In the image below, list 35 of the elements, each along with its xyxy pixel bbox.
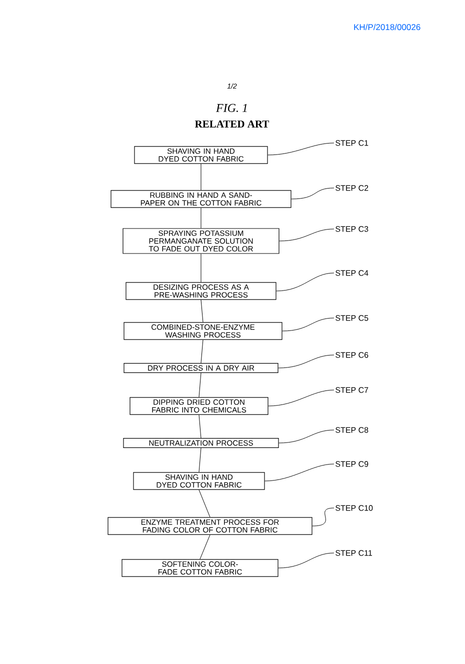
step-label: STEP C11 xyxy=(336,550,372,556)
step-label: STEP C2 xyxy=(336,185,368,191)
leader-line xyxy=(268,142,334,156)
step-label: STEP C7 xyxy=(336,387,368,393)
step-label: STEP C10 xyxy=(336,505,373,511)
connector-line xyxy=(198,414,202,438)
leader-line xyxy=(264,464,334,482)
leader-line xyxy=(279,228,334,242)
leader-line xyxy=(282,318,334,332)
connector-line xyxy=(198,372,202,398)
leader-line xyxy=(291,188,334,200)
leader-line xyxy=(312,508,334,526)
connector-line xyxy=(200,164,202,190)
connector-line xyxy=(198,448,202,472)
step-label: STEP C8 xyxy=(336,427,368,433)
step-label: STEP C4 xyxy=(336,270,368,276)
subtitle: RELATED ART xyxy=(194,120,270,128)
connector-line xyxy=(200,534,210,560)
step-label: STEP C1 xyxy=(336,140,368,146)
leader-line xyxy=(278,430,334,444)
leader-line xyxy=(278,552,334,568)
connector-line xyxy=(198,490,210,518)
figure-title: FIG. 1 xyxy=(216,104,247,112)
leader-line xyxy=(268,390,334,406)
step-label: STEP C5 xyxy=(336,315,368,321)
step-label: STEP C9 xyxy=(336,461,368,467)
reference-number: KH/P/2018/00026 xyxy=(354,24,420,30)
leader-line xyxy=(276,272,334,292)
step-label: STEP C3 xyxy=(336,226,368,232)
connector-line xyxy=(200,254,202,282)
leader-line xyxy=(278,354,334,368)
connector-line xyxy=(200,300,204,322)
connector-line xyxy=(200,340,204,364)
step-label: STEP C6 xyxy=(336,352,368,358)
connector-line xyxy=(200,208,202,228)
